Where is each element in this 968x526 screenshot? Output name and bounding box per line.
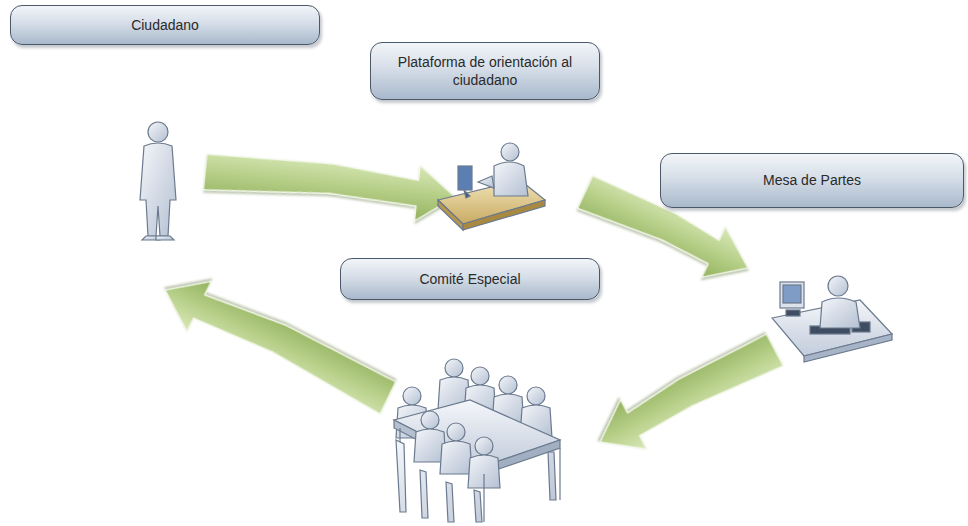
label-box: Ciudadano (10, 5, 320, 45)
label-box: Mesa de Partes (660, 153, 964, 208)
box-label: Comité Especial (419, 270, 520, 288)
orientation-desk (438, 143, 545, 230)
citizen-figure (140, 122, 176, 240)
box-label: Mesa de Partes (763, 171, 861, 189)
label-box: Comité Especial (340, 258, 600, 300)
reception-desk (772, 276, 892, 362)
flow-arrow (587, 325, 788, 467)
label-box: Plataforma de orientación al ciudadano (370, 42, 600, 100)
flow-arrow (202, 144, 458, 225)
committee-table (394, 359, 560, 522)
box-label: Plataforma de orientación al ciudadano (383, 53, 587, 89)
box-label: Ciudadano (131, 16, 199, 34)
